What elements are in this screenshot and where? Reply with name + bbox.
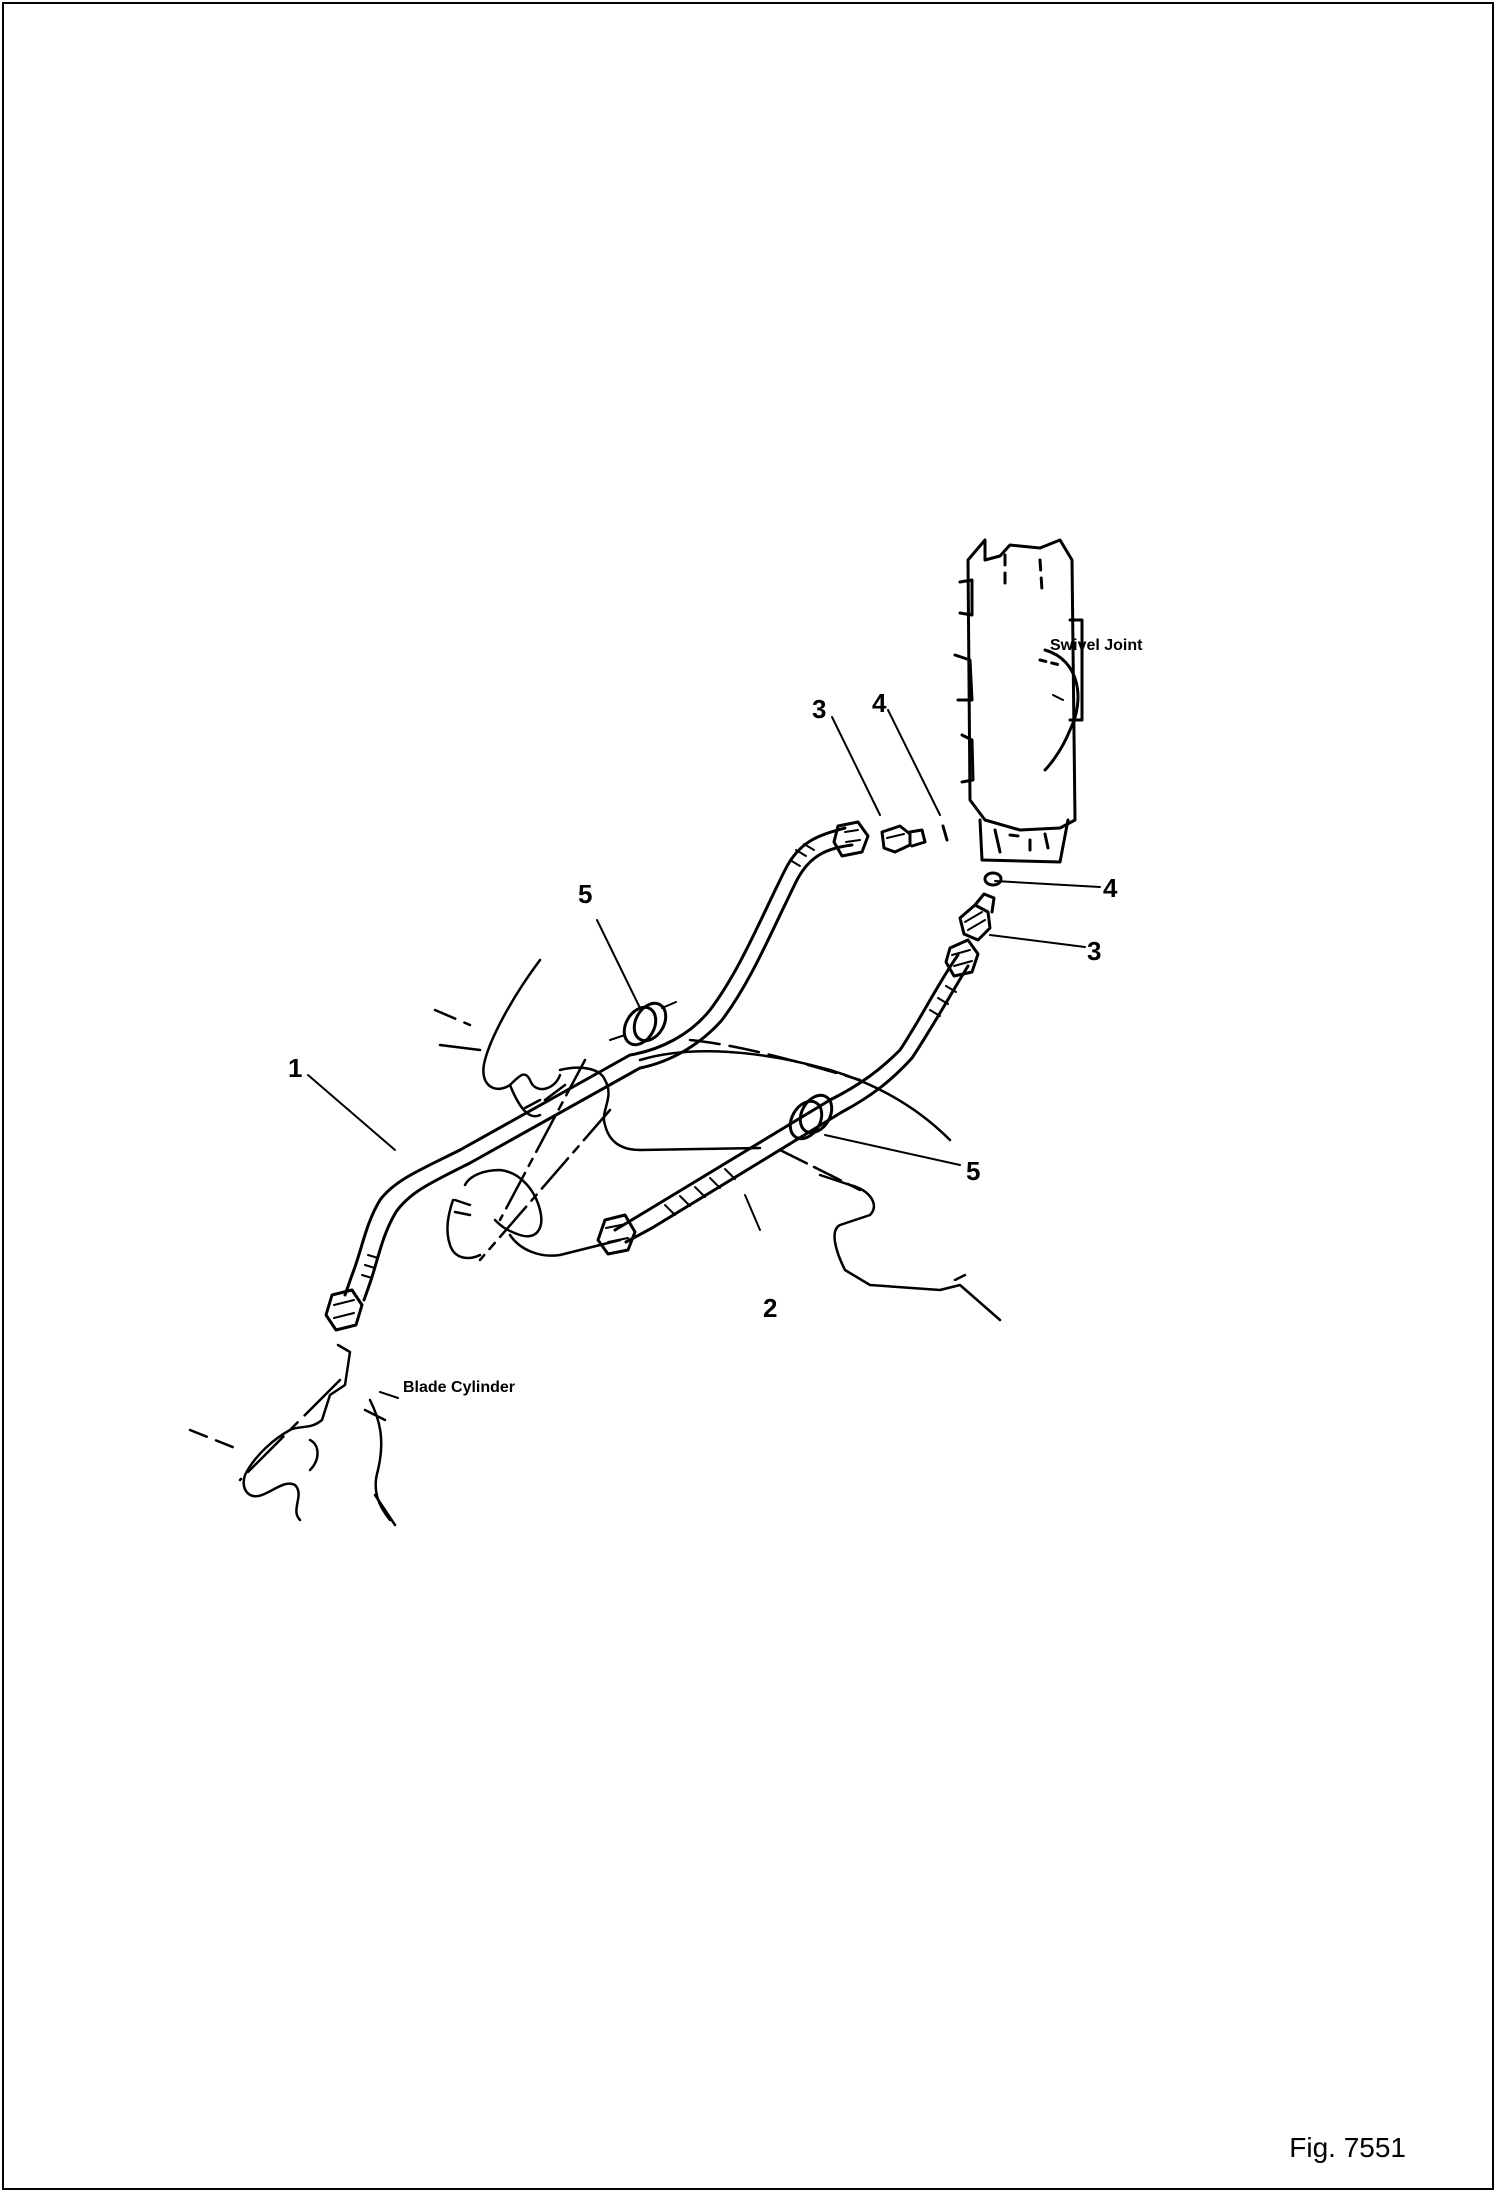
- callout-3-lower: 3: [1087, 936, 1101, 966]
- callout-5-lower: 5: [966, 1156, 980, 1186]
- adapter-3-lower: [958, 892, 996, 942]
- o-ring-4-upper: [941, 824, 949, 842]
- swivel-joint-label: Swivel Joint: [1050, 637, 1143, 654]
- adapter-3-upper: [880, 824, 927, 854]
- callout-4-upper: 4: [872, 688, 887, 718]
- machine-frame-outline: [188, 958, 1002, 1527]
- callout-2: 2: [763, 1293, 777, 1323]
- clamp-5-lower: [788, 1093, 834, 1141]
- tube-1: [324, 820, 870, 1332]
- figure-label: Fig. 7551: [1289, 2132, 1406, 2163]
- blade-cylinder-label: Blade Cylinder: [403, 1379, 515, 1396]
- swivel-joint: [953, 538, 1084, 864]
- callout-1: 1: [288, 1053, 302, 1083]
- leader-lines: [307, 694, 1101, 1399]
- callout-4-lower: 4: [1103, 873, 1118, 903]
- callout-3-upper: 3: [812, 694, 826, 724]
- callout-5-upper: 5: [578, 879, 592, 909]
- o-ring-4-lower: [983, 871, 1003, 887]
- tube-2: [596, 938, 980, 1256]
- clamp-5-upper: [609, 1001, 677, 1047]
